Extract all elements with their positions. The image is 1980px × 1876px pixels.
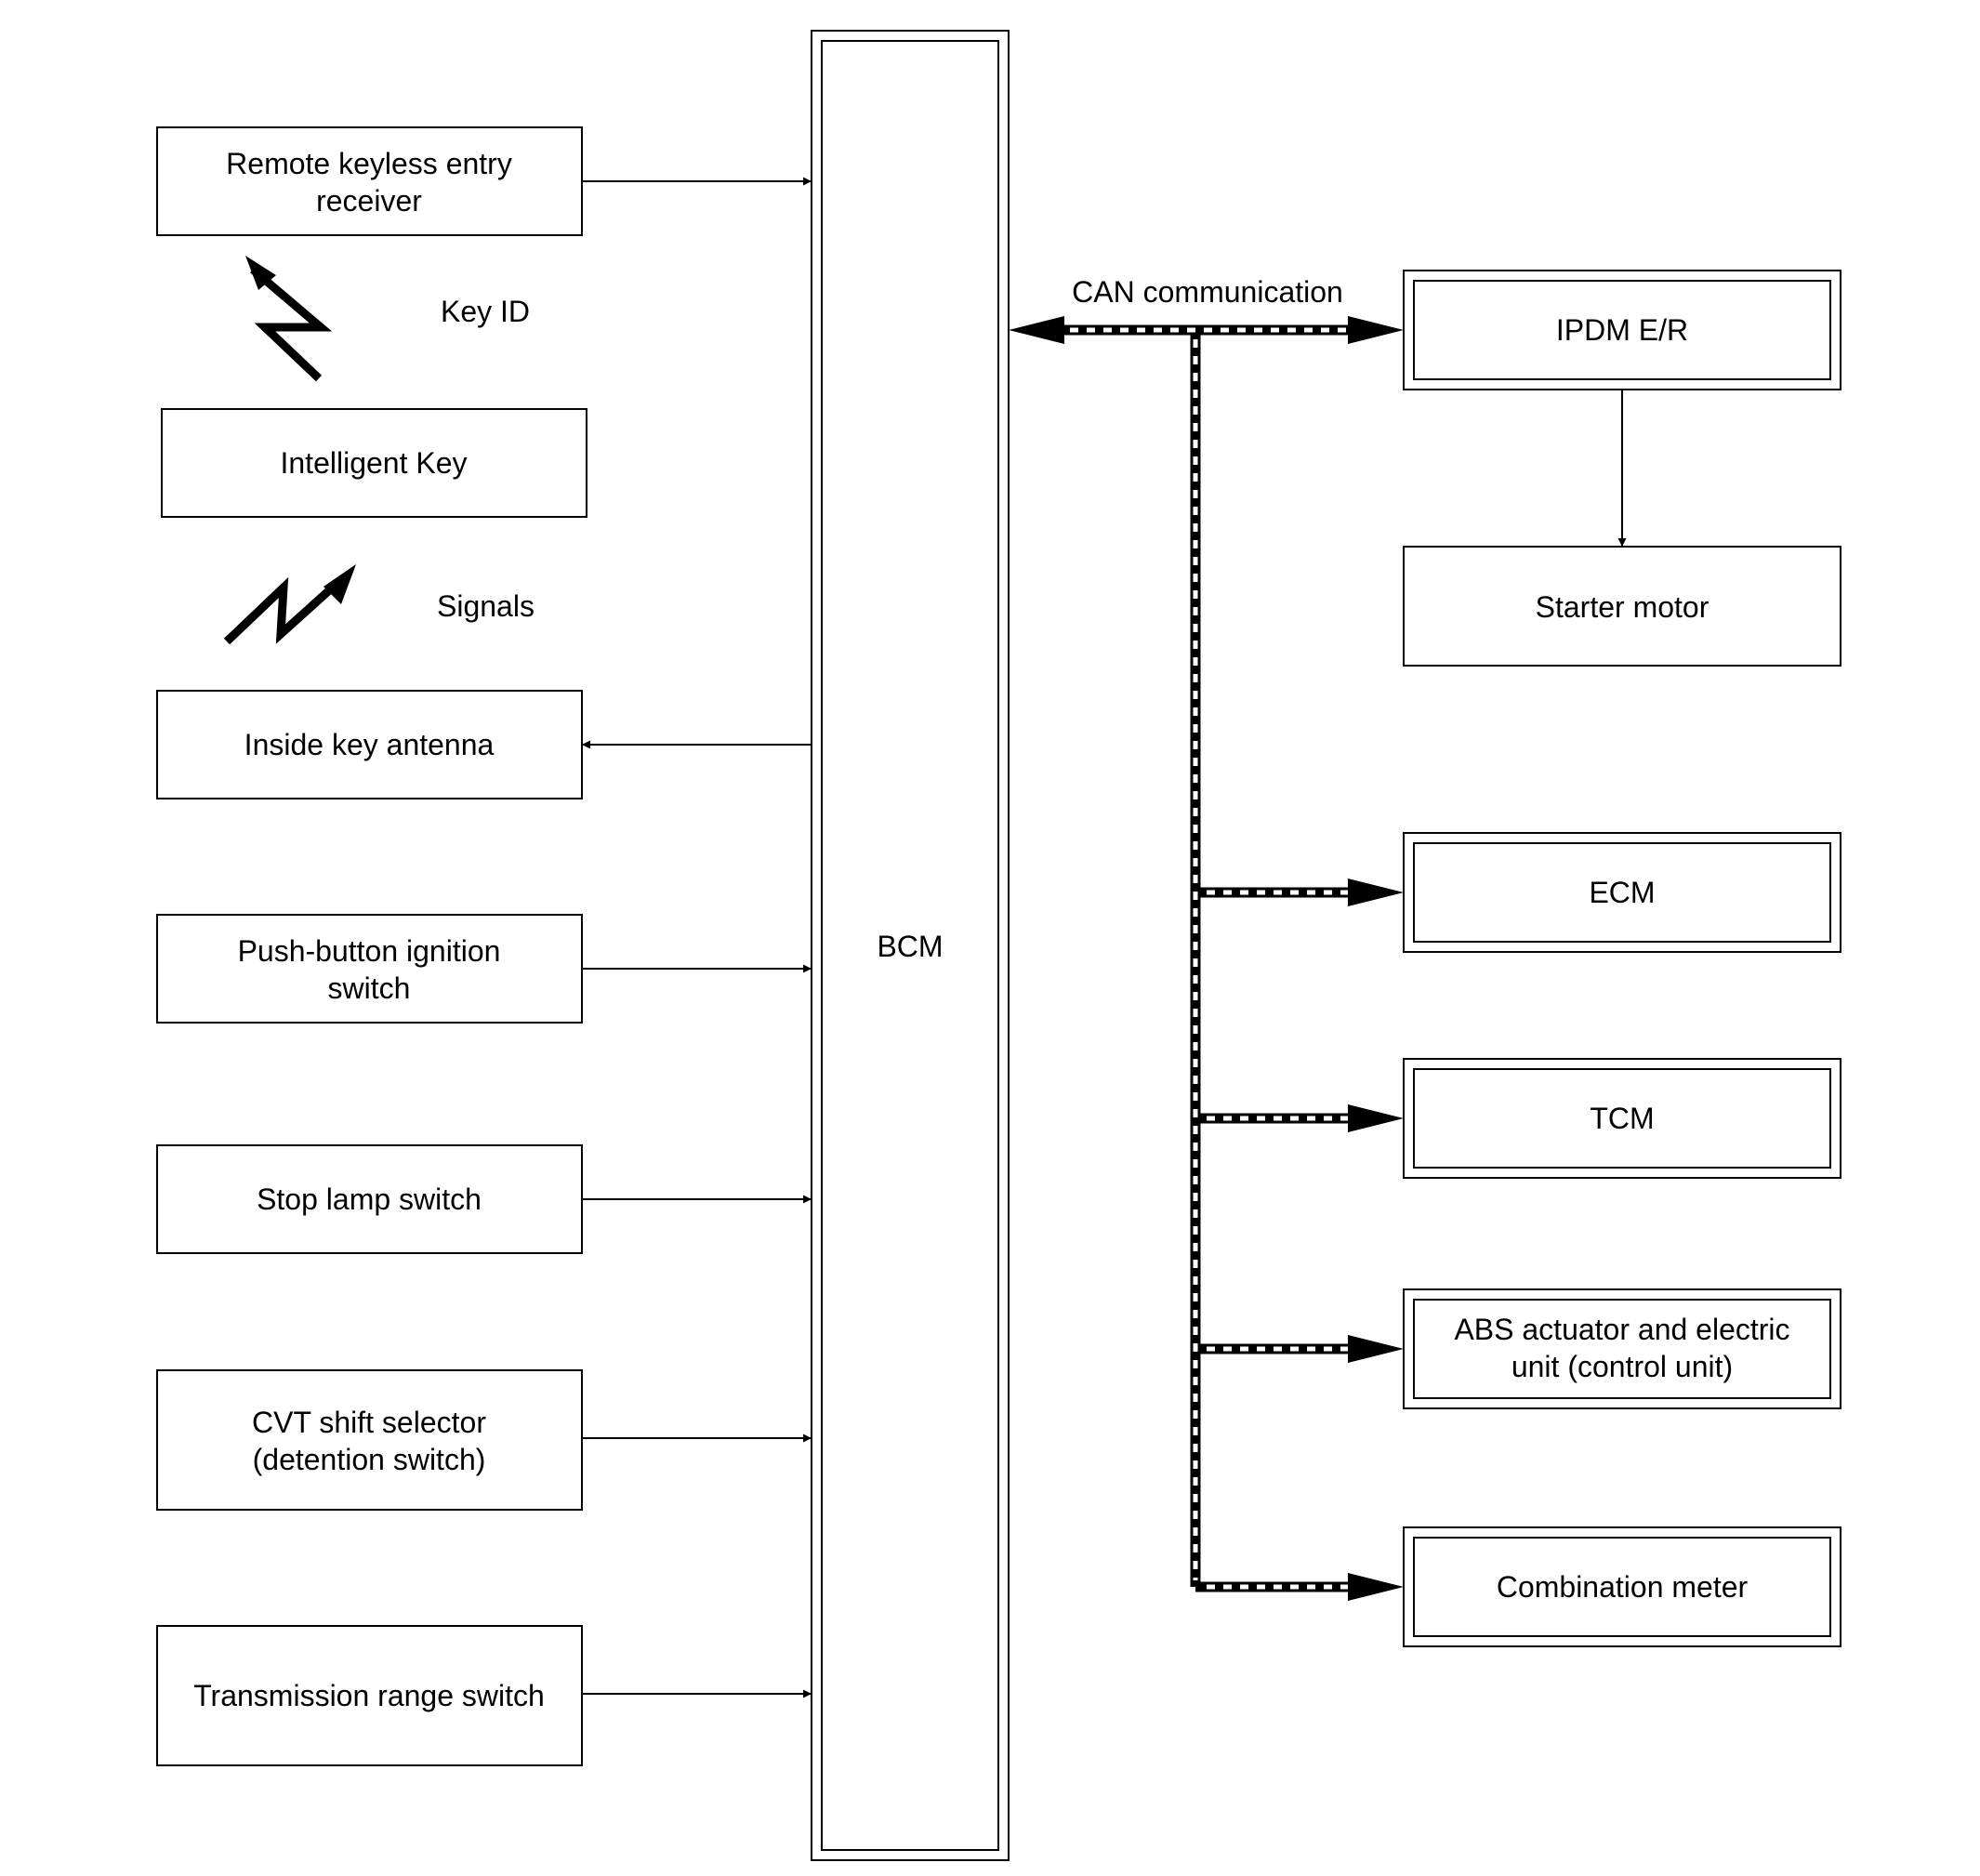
signals-label: Signals [437,589,535,623]
intelligent-key-label: Intelligent Key [280,446,467,480]
can-to-ipdm-arrowhead [1348,316,1404,344]
signals-signal-icon [223,564,356,645]
key-id-signal-icon [245,256,333,382]
ipdm-er-box: IPDM E/R [1403,270,1841,390]
tcm-label: TCM [1590,1102,1654,1135]
stop-lamp-switch-box: Stop lamp switch [156,1144,583,1254]
remote-keyless-label-line2: receiver [316,184,422,218]
cvt-selector-label-line1: CVT shift selector [252,1406,486,1439]
key-id-label: Key ID [441,295,530,328]
can-to-abs-arrowhead [1348,1335,1404,1363]
ecm-box: ECM [1403,832,1841,953]
left-signal-lines [582,177,812,1698]
cvt-shift-selector-box: CVT shift selector (detention switch) [156,1369,583,1511]
bcm-label: BCM [877,930,943,963]
can-to-combination-meter-arrowhead [1348,1573,1404,1601]
push-button-label-line2: switch [328,971,411,1005]
can-bus-lines [1009,316,1404,1601]
abs-label-line2: unit (control unit) [1511,1350,1733,1383]
abs-actuator-box: ABS actuator and electric unit (control … [1403,1288,1841,1409]
can-to-ecm-arrowhead [1348,879,1404,906]
tcm-box: TCM [1403,1058,1841,1179]
inside-key-antenna-label: Inside key antenna [244,728,495,761]
stop-lamp-switch-label: Stop lamp switch [257,1182,482,1216]
starter-motor-box: Starter motor [1403,546,1841,667]
ecm-label: ECM [1589,876,1655,909]
remote-keyless-label-line1: Remote keyless entry [226,147,512,180]
ipdm-er-label: IPDM E/R [1556,313,1688,347]
can-to-bcm-arrowhead [1009,316,1064,344]
combination-meter-box: Combination meter [1403,1526,1841,1647]
inside-key-antenna-box: Inside key antenna [156,690,583,799]
intelligent-key-box: Intelligent Key [161,408,587,518]
abs-label-line1: ABS actuator and electric [1454,1313,1789,1346]
bcm-box: BCM [811,30,1010,1861]
starter-motor-label: Starter motor [1536,590,1709,624]
push-button-ignition-switch-box: Push-button ignition switch [156,914,583,1024]
cvt-selector-label-line2: (detention switch) [253,1443,486,1476]
can-to-tcm-arrowhead [1348,1104,1404,1132]
remote-keyless-entry-receiver-box: Remote keyless entry receiver [156,126,583,236]
can-communication-label: CAN communication [1072,275,1343,309]
combination-meter-label: Combination meter [1497,1570,1749,1604]
transmission-range-switch-box: Transmission range switch [156,1625,583,1766]
transmission-range-switch-label: Transmission range switch [193,1679,545,1712]
push-button-label-line1: Push-button ignition [238,934,501,968]
